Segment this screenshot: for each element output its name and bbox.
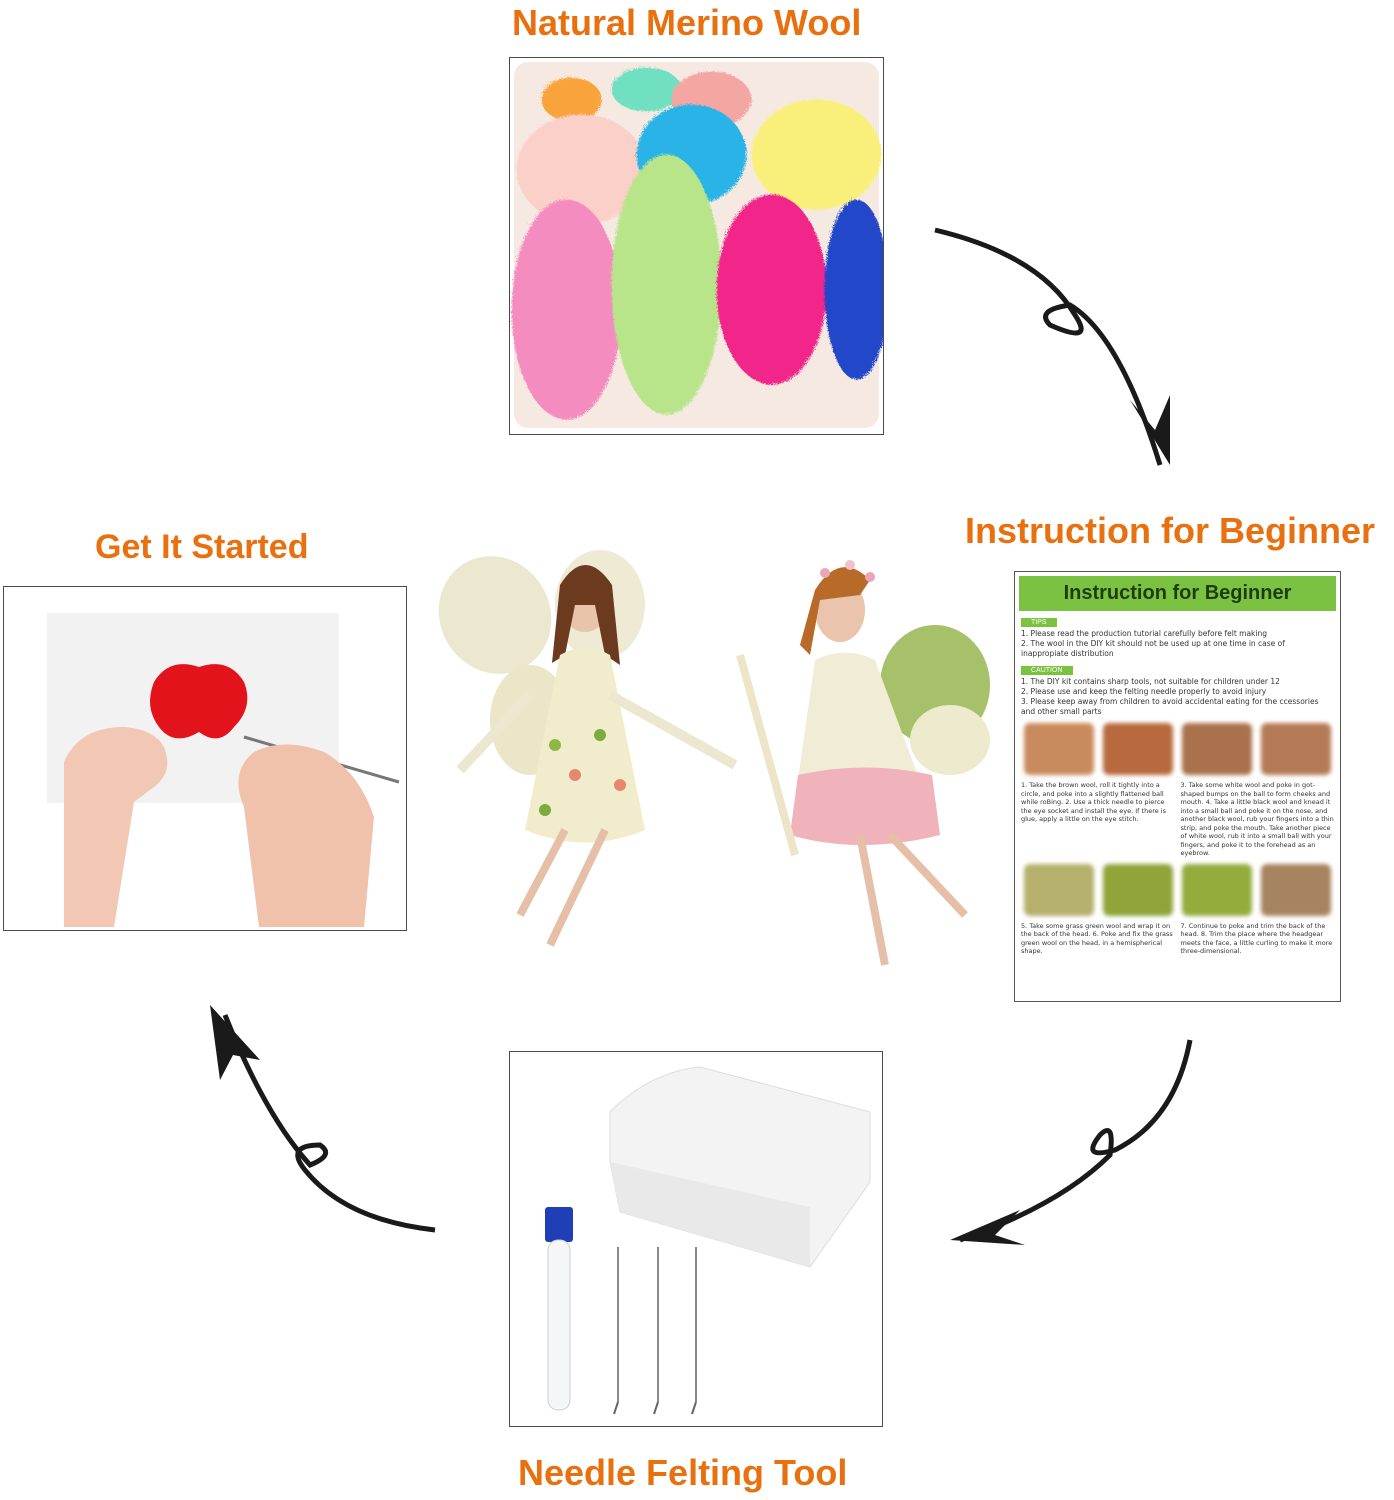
- tip-line: 1. Please read the production tutorial c…: [1021, 629, 1268, 638]
- step-image: [1023, 863, 1094, 916]
- instruction-label: Instruction for Beginner: [965, 510, 1376, 551]
- caution-line: 3. Please keep away from children to avo…: [1021, 697, 1319, 716]
- step-image: [1102, 723, 1173, 775]
- wool-photo: [509, 57, 884, 435]
- caution-tag: CAUTION: [1021, 666, 1073, 675]
- needle-tool-label: Needle Felting Tool: [518, 1452, 848, 1493]
- needle-tool-photo: [509, 1051, 883, 1427]
- get-started-photo: [3, 586, 407, 931]
- step-images-row-2: [1019, 863, 1336, 916]
- step-image: [1102, 863, 1173, 916]
- get-started-label: Get It Started: [95, 528, 309, 566]
- caution-line: 2. Please use and keep the felting needl…: [1021, 687, 1267, 696]
- arrow-bottom-right-icon: [950, 1039, 1193, 1245]
- step-image: [1261, 863, 1332, 916]
- felt-fairies-image: [438, 550, 990, 966]
- instruction-sheet-title: Instruction for Beginner: [1019, 576, 1336, 611]
- steps-text: 7. Continue to poke and trim the back of…: [1180, 921, 1333, 956]
- fairy-dolls-photo: [420, 545, 1000, 975]
- step-image: [1023, 723, 1094, 775]
- step-image: [1261, 723, 1332, 775]
- tip-line: 2. The wool in the DIY kit should not be…: [1021, 639, 1285, 658]
- wool-bundles-image: [510, 62, 883, 428]
- step-image: [1182, 723, 1253, 775]
- tips-tag: TIPS: [1021, 618, 1057, 627]
- step-images-row-1: [1019, 723, 1336, 775]
- needles-and-foam-image: [510, 1052, 882, 1426]
- wool-label: Natural Merino Wool: [512, 2, 862, 43]
- steps-text: 5. Take some grass green wool and wrap i…: [1021, 921, 1173, 956]
- felting-hands-image: [4, 587, 406, 930]
- caution-line: 1. The DIY kit contains sharp tools, not…: [1021, 677, 1280, 686]
- instruction-sheet: Instruction for Beginner TIPS 1. Please …: [1014, 571, 1341, 1002]
- arrow-bottom-left-icon: [210, 1005, 436, 1233]
- step-image: [1182, 863, 1253, 916]
- steps-text: 3. Take some white wool and poke in got-…: [1180, 781, 1334, 857]
- arrow-top-right-icon: [934, 227, 1170, 466]
- steps-text: 1. Take the brown wool, roll it tightly …: [1021, 781, 1166, 823]
